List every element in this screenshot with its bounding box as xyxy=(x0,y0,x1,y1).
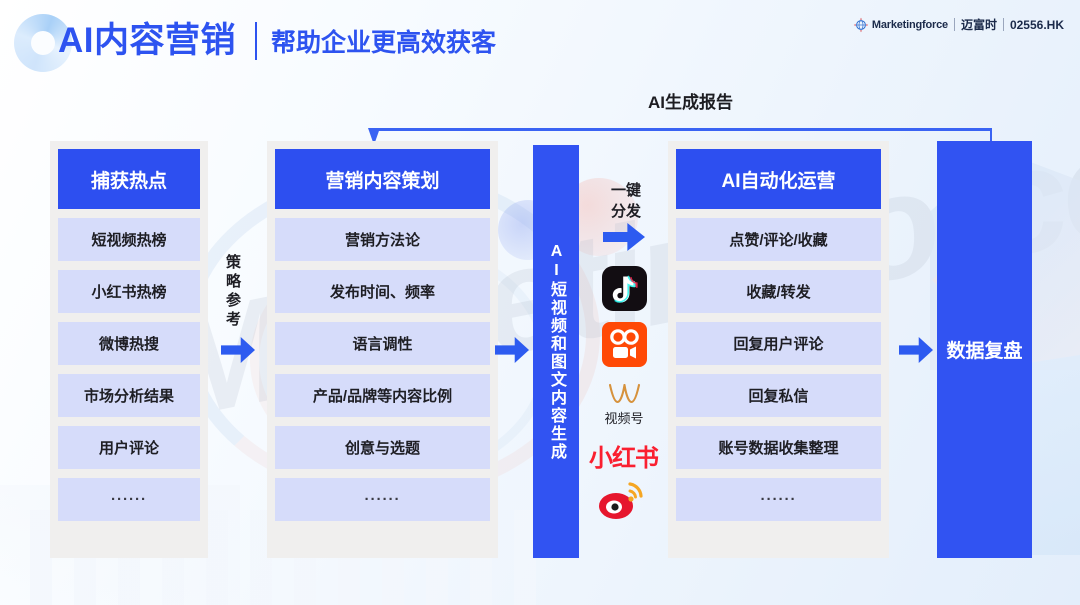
xiaohongshu-label: 小红书 xyxy=(589,445,659,472)
list-item[interactable]: 创意与选题 xyxy=(275,426,490,469)
brand-logo: Marketingforce xyxy=(853,17,948,33)
column-header-operations: AI自动化运营 xyxy=(676,149,881,209)
column-content-planning: 营销内容策划 营销方法论 发布时间、频率 语言调性 产品/品牌等内容比例 创意与… xyxy=(267,141,498,558)
list-item[interactable]: 语言调性 xyxy=(275,322,490,365)
stock-code: 02556.HK xyxy=(1009,17,1064,32)
brand-lockup: Marketingforce 迈富时 02556.HK xyxy=(853,16,1064,33)
xiaohongshu-icon[interactable]: 小红书 xyxy=(589,438,659,472)
wechat-channels-icon[interactable]: 视频号 xyxy=(596,382,652,430)
wechat-channels-label: 视频号 xyxy=(604,411,644,426)
column-ai-generation: AI短视频和图文内容生成 xyxy=(533,145,579,558)
kuaishou-icon[interactable] xyxy=(602,322,647,367)
column-ai-operations: AI自动化运营 点赞/评论/收藏 收藏/转发 回复用户评论 回复私信 账号数据收… xyxy=(668,141,889,558)
list-item[interactable]: 用户评论 xyxy=(58,426,200,469)
list-item[interactable]: 产品/品牌等内容比例 xyxy=(275,374,490,417)
title-divider xyxy=(255,22,257,60)
list-item[interactable]: 点赞/评论/收藏 xyxy=(676,218,881,261)
list-item[interactable]: 账号数据收集整理 xyxy=(676,426,881,469)
column-capture-hotspots: 捕获热点 短视频热榜 小红书热榜 微博热搜 市场分析结果 用户评论 ······ xyxy=(50,141,208,558)
list-item[interactable]: 回复用户评论 xyxy=(676,322,881,365)
feedback-loop-line-top xyxy=(374,128,992,131)
list-item[interactable]: 发布时间、频率 xyxy=(275,270,490,313)
brand-divider-1 xyxy=(953,18,955,31)
globe-compass-icon xyxy=(853,17,869,33)
column-header-capture: 捕获热点 xyxy=(58,149,200,209)
data-review-label: 数据复盘 xyxy=(946,341,1023,362)
page-title: AI内容营销 xyxy=(58,21,237,60)
arrow-right-icon-2 xyxy=(495,337,529,363)
list-item[interactable]: 小红书热榜 xyxy=(58,270,200,313)
douyin-icon[interactable] xyxy=(602,266,647,311)
arrow-right-icon-3 xyxy=(899,337,933,363)
list-item-ellipsis: ······ xyxy=(676,478,881,521)
circle-ring-icon xyxy=(14,14,72,72)
list-item[interactable]: 短视频热榜 xyxy=(58,218,200,261)
column-data-review: 数据复盘 xyxy=(937,141,1032,558)
list-item[interactable]: 微博热搜 xyxy=(58,322,200,365)
strategy-reference-label: 策略参考 xyxy=(224,254,241,330)
list-item-ellipsis: ······ xyxy=(58,478,200,521)
arrow-right-icon-distribute xyxy=(603,223,645,251)
list-item[interactable]: 市场分析结果 xyxy=(58,374,200,417)
list-item[interactable]: 营销方法论 xyxy=(275,218,490,261)
column-header-planning: 营销内容策划 xyxy=(275,149,490,209)
list-item[interactable]: 回复私信 xyxy=(676,374,881,417)
brand-divider-2 xyxy=(1002,18,1004,31)
ai-generation-label: AI短视频和图文内容生成 xyxy=(548,242,565,461)
feedback-loop-label: AI生成报告 xyxy=(648,93,733,112)
list-item[interactable]: 收藏/转发 xyxy=(676,270,881,313)
arrow-right-icon-1 xyxy=(221,337,255,363)
brand-name: Marketingforce xyxy=(871,18,948,31)
one-click-distribute-label: 一键分发 xyxy=(610,182,641,220)
arrow-down-icon xyxy=(368,128,380,145)
page-header: AI内容营销 帮助企业更高效获客 Marketingforce xyxy=(0,0,1080,80)
page-subtitle: 帮助企业更高效获客 xyxy=(271,29,497,57)
weibo-icon[interactable] xyxy=(594,478,652,523)
brand-cn-name: 迈富时 xyxy=(960,18,997,32)
list-item-ellipsis: ······ xyxy=(275,478,490,521)
